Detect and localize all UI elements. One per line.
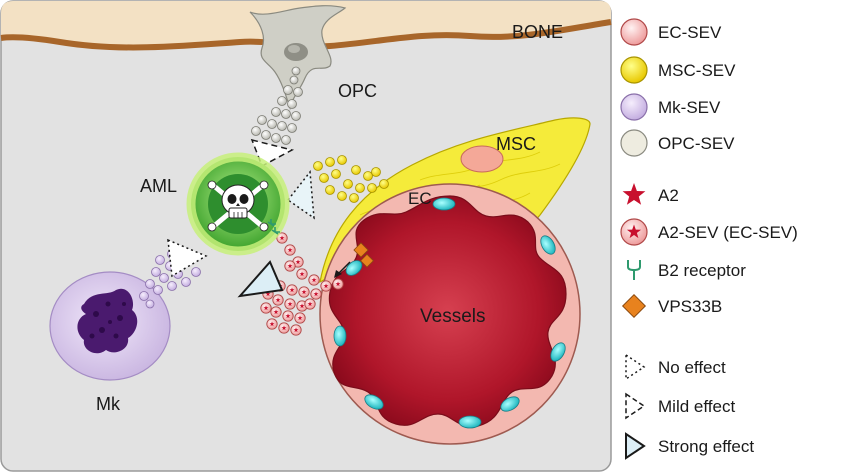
vps33b-export-detail: [334, 242, 374, 278]
msc-sev-cluster: [313, 155, 389, 203]
star-in-circle-icon: [620, 218, 648, 246]
legend-panel: [612, 1, 841, 471]
legend-item: No effect: [625, 353, 726, 381]
a2-sev-particle: [294, 312, 306, 324]
mk-sev-circle-icon: [620, 93, 648, 121]
dotted-triangle-icon: [625, 353, 646, 381]
legend-item: Mk-SEV: [620, 93, 721, 121]
ec-label: EC: [408, 189, 432, 208]
legend-item: OPC-SEV: [620, 129, 735, 157]
a2-sev-particle: [290, 324, 302, 336]
legend-label: A2: [658, 186, 679, 205]
opc-cell: [249, 5, 347, 111]
a2-sev-particle: [278, 322, 290, 334]
red-star-icon: [622, 183, 646, 205]
a2-sev-particle: [308, 274, 320, 286]
a2-sev-particle: [272, 294, 284, 306]
msc-sev-circle-icon: [620, 56, 648, 84]
a2-sev-particle: [304, 298, 316, 310]
a2-sev-particle: [276, 232, 288, 244]
legend-item: MSC-SEV: [620, 56, 736, 84]
opc-sev-cluster: [251, 66, 303, 145]
a2-sev-particle: [310, 288, 322, 300]
legend-item: Mild effect: [625, 392, 735, 420]
a2-sev-particle: [286, 284, 298, 296]
legend-label: OPC-SEV: [658, 134, 735, 153]
ec-sev-circle-icon: [620, 18, 648, 46]
legend-item: B2 receptor: [627, 260, 746, 280]
aml-label: AML: [140, 176, 177, 196]
a2-sev-particle: [284, 244, 296, 256]
vessel-lumen: [328, 195, 567, 428]
legend-item: A2-SEV (EC-SEV): [620, 218, 798, 246]
a2-sev-particle: [332, 278, 344, 290]
msc-nucleus: [460, 145, 504, 173]
legend-label: No effect: [658, 358, 726, 377]
a2-sev-particle: [296, 268, 308, 280]
opc-sev-circle-icon: [620, 129, 648, 157]
mk-no-effect-arrow: [167, 238, 208, 278]
dashed-triangle-icon: [625, 392, 646, 420]
opc-label: OPC: [338, 81, 377, 101]
legend-label: Mild effect: [658, 397, 735, 416]
legend-label: Strong effect: [658, 437, 754, 456]
legend-label: B2 receptor: [658, 261, 746, 280]
a2-sev-particle: [298, 286, 310, 298]
endothelial-nuclei: [333, 197, 566, 429]
legend-label: MSC-SEV: [658, 61, 736, 80]
a2-sev-particle: [266, 318, 278, 330]
a2-sev-particle: [284, 260, 296, 272]
mk-label: Mk: [96, 394, 121, 414]
vessels-label: Vessels: [420, 306, 485, 327]
msc-label: MSC: [496, 134, 536, 154]
mk-cell: [49, 271, 171, 381]
msc-no-effect-arrow: [286, 170, 315, 220]
receptor-icon: [627, 260, 641, 280]
legend-item: VPS33B: [621, 293, 722, 319]
a2-sev-particle: [260, 302, 272, 314]
a2-sev-particle: [320, 280, 332, 292]
a2-sev-particle: [284, 298, 296, 310]
a2-sev-particle: [270, 306, 282, 318]
skull-and-crossbones-icon: [207, 180, 269, 232]
orange-diamond-icon: [621, 293, 647, 319]
legend-item: A2: [622, 183, 679, 205]
mk-sev-cluster: [139, 249, 201, 309]
legend-label: VPS33B: [658, 297, 722, 316]
a2-sev-particle: [282, 310, 294, 322]
legend-label: EC-SEV: [658, 23, 722, 42]
legend-label: Mk-SEV: [658, 98, 721, 117]
legend-item: Strong effect: [625, 432, 754, 460]
legend-item: EC-SEV: [620, 18, 722, 46]
legend-label: A2-SEV (EC-SEV): [658, 223, 798, 242]
bone-label: BONE: [512, 22, 563, 42]
solid-triangle-icon: [625, 432, 646, 460]
ec-strong-effect-arrow: [237, 260, 284, 298]
